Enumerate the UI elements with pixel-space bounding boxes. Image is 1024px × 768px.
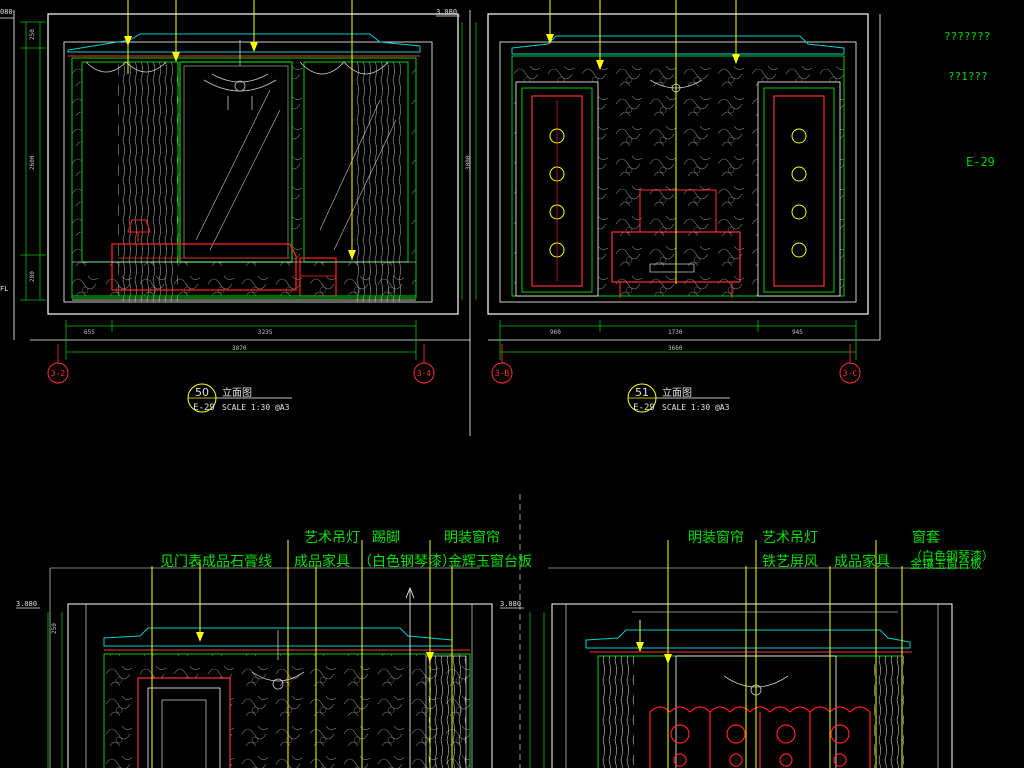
- label-br-sill: 金镶玉窗台板: [910, 556, 982, 571]
- axis-50-right: 3-4: [417, 369, 432, 378]
- axis-50-left: 3-2: [51, 369, 66, 378]
- left-edge-level: 080: [0, 8, 13, 16]
- label-br-furniture: 成品家具: [834, 553, 890, 570]
- hdim-51-0: 960: [550, 329, 561, 336]
- hdim-51-total: 3660: [668, 345, 683, 352]
- label-bl-sill: 金辉玉窗台板: [448, 553, 532, 570]
- hdim-50-0: 655: [84, 329, 95, 336]
- vdim-250: 250: [29, 29, 36, 40]
- elevation-50: 080 FL 250 2600 280: [0, 0, 471, 436]
- hdim-51-1: 1730: [668, 329, 683, 336]
- axis-51-right: 3-C: [843, 369, 858, 378]
- axis-51-left: 3-B: [495, 369, 510, 378]
- vdim-bl-250: 250: [51, 623, 58, 634]
- label-bl-furniture: 成品家具: [294, 553, 350, 570]
- label-bl-curtain: 明装窗帘: [444, 529, 500, 546]
- vdim-280: 280: [29, 271, 36, 282]
- label-br-pendant: 艺术吊灯: [762, 530, 818, 546]
- door-left: [515, 81, 599, 297]
- elevation-50-number: 50: [195, 386, 209, 399]
- label-br-curtain: 明装窗帘: [688, 529, 744, 546]
- sidebar-sheet: E-29: [966, 155, 995, 169]
- label-bl-skirting: 踢脚: [372, 530, 400, 546]
- hdim-50-total: 3870: [232, 345, 247, 352]
- label-bl-piano: （白色钢琴漆）: [358, 553, 456, 570]
- label-bl-door: 见门表: [160, 554, 202, 570]
- label-br-screen: 铁艺屏风: [762, 554, 818, 570]
- vdim-2600: 2600: [29, 155, 36, 170]
- door-right: [757, 81, 841, 297]
- label-bl-pendant: 艺术吊灯: [304, 530, 360, 546]
- bottom-right-level: 3.080: [500, 600, 521, 608]
- elevation-51-sheet: E-29: [633, 403, 655, 413]
- hdim-50-1: 3235: [258, 329, 273, 336]
- elevation-50-title: 立面图: [222, 386, 252, 399]
- elevation-51: 3000: [461, 0, 881, 413]
- elevation-bottom-right: 3.080: [500, 529, 994, 768]
- elevation-50-sheet: E-29: [193, 403, 215, 413]
- elevation-bottom-left: 3.080 250 艺术吊灯 踢脚: [16, 494, 532, 768]
- chandelier-icon: [203, 40, 277, 110]
- label-br-casing: 窗套: [912, 529, 940, 546]
- sidebar-line-2: ??1???: [948, 70, 988, 83]
- label-br-piano: （白色钢琴漆）: [910, 548, 994, 563]
- label-bl-gypsum: 成品石膏线: [202, 553, 272, 570]
- iron-screen: [649, 706, 871, 768]
- bottom-left-level: 3.080: [16, 600, 37, 608]
- level-51: 3.080: [436, 8, 457, 16]
- elevation-51-title: 立面图: [662, 386, 692, 399]
- elevation-50-scale: SCALE 1:30 @A3: [222, 403, 290, 412]
- sidebar-line-1: ???????: [944, 30, 990, 43]
- elevation-51-scale: SCALE 1:30 @A3: [662, 403, 730, 412]
- hdim-51-2: 945: [792, 329, 803, 336]
- vdim-3000: 3000: [465, 155, 472, 170]
- left-edge-ffl: FL: [0, 285, 8, 293]
- elevation-51-number: 51: [635, 386, 649, 399]
